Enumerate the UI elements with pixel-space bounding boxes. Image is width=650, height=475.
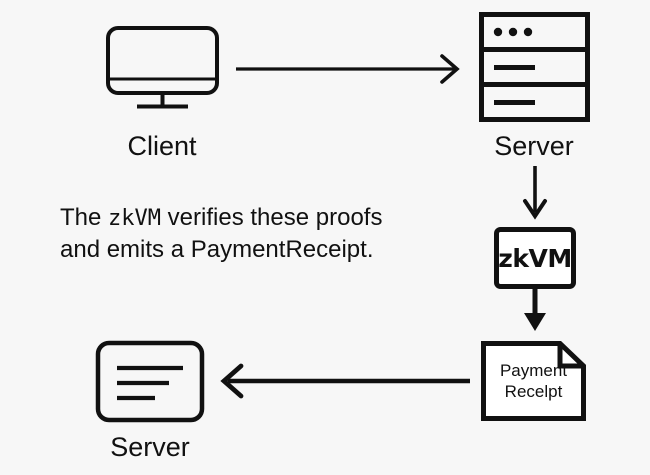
description-line1-after: verifies these proofs bbox=[161, 204, 383, 231]
receipt-line-1: Payment bbox=[499, 360, 568, 380]
description-line-2: and emits a PaymentReceipt. bbox=[60, 235, 374, 263]
client-label: Client bbox=[127, 131, 197, 161]
client-monitor-icon bbox=[105, 25, 220, 110]
document-icon bbox=[481, 341, 586, 421]
arrow-receipt-to-server bbox=[220, 363, 470, 399]
server-top-icon bbox=[479, 12, 590, 122]
arrow-client-to-server bbox=[236, 54, 460, 84]
description-paragraph: The zkVM verifies these proofs and emits… bbox=[60, 202, 460, 266]
zkvm-inline-code: zkVM bbox=[108, 206, 162, 231]
process-box-icon bbox=[494, 227, 576, 289]
zkvm-box-label: zkVM bbox=[498, 243, 572, 273]
arrow-server-to-zkvm bbox=[523, 166, 547, 220]
zkvm-process-box: zkVM bbox=[494, 227, 576, 289]
description-line1-before: The bbox=[60, 204, 109, 231]
arrow-zkvm-to-receipt bbox=[524, 289, 546, 331]
server-bottom-label: Server bbox=[110, 432, 190, 462]
receipt-text-block: Payment Recelpt bbox=[481, 341, 586, 421]
server-card-icon bbox=[95, 340, 205, 423]
desktop-monitor-icon bbox=[106, 26, 219, 109]
receipt-line-2: Recelpt bbox=[504, 381, 563, 401]
description-line-1: The zkVM verifies these proofs bbox=[60, 202, 460, 234]
server-bottom-icon bbox=[95, 340, 205, 423]
server-top-label: Server bbox=[494, 131, 574, 161]
payment-receipt-document: Payment Recelpt bbox=[481, 341, 586, 421]
server-rack-icon bbox=[479, 12, 590, 122]
